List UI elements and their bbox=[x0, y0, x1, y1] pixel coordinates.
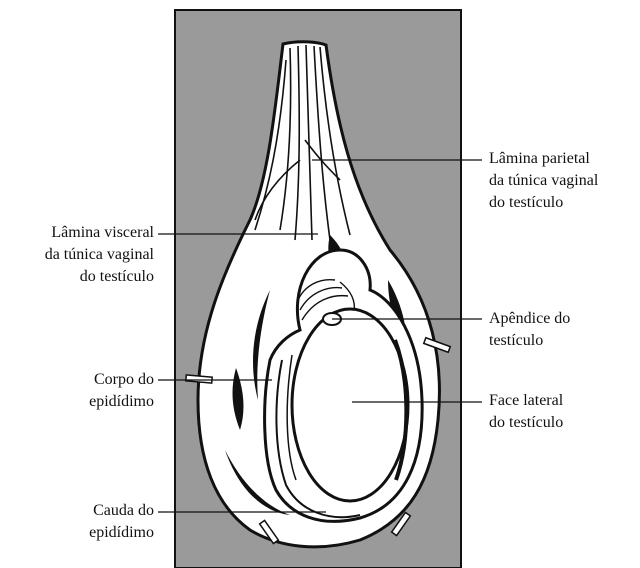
label-lamina-visceral: Lâmina visceral da túnica vaginal do tes… bbox=[45, 222, 154, 288]
label-lamina-parietal-line3: do testículo bbox=[489, 192, 598, 214]
label-corpo-line1: Corpo do bbox=[89, 369, 154, 391]
testis bbox=[292, 309, 408, 501]
label-lamina-parietal: Lâmina parietal da túnica vaginal do tes… bbox=[489, 148, 598, 214]
label-face-lateral: Face lateral do testículo bbox=[489, 390, 563, 434]
label-apendice-line1: Apêndice do bbox=[489, 308, 570, 330]
label-lamina-visceral-line2: da túnica vaginal bbox=[45, 244, 154, 266]
label-cauda-line2: epidídimo bbox=[89, 522, 154, 544]
label-apendice-line2: testículo bbox=[489, 330, 570, 352]
label-face-lateral-line1: Face lateral bbox=[489, 390, 563, 412]
label-lamina-visceral-line3: do testículo bbox=[45, 266, 154, 288]
label-lamina-visceral-line1: Lâmina visceral bbox=[45, 222, 154, 244]
label-corpo-line2: epidídimo bbox=[89, 391, 154, 413]
label-cauda: Cauda do epidídimo bbox=[89, 500, 154, 544]
label-lamina-parietal-line2: da túnica vaginal bbox=[489, 170, 598, 192]
label-lamina-parietal-line1: Lâmina parietal bbox=[489, 148, 598, 170]
label-apendice: Apêndice do testículo bbox=[489, 308, 570, 352]
label-face-lateral-line2: do testículo bbox=[489, 412, 563, 434]
label-cauda-line1: Cauda do bbox=[89, 500, 154, 522]
label-corpo: Corpo do epidídimo bbox=[89, 369, 154, 413]
